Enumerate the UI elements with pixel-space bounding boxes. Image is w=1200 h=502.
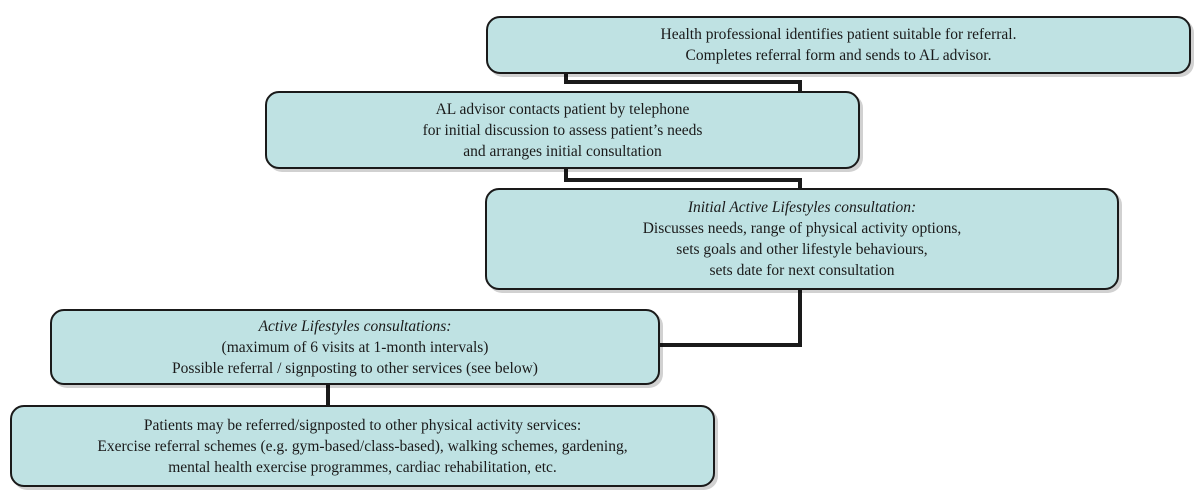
initial-consultation-box: Initial Active Lifestyles consultation: … (485, 188, 1119, 290)
consultations-title: Active Lifestyles consultations: (258, 317, 452, 335)
referral-line-1: Health professional identifies patient s… (660, 26, 1017, 43)
consultations-line-2: Possible referral / signposting to other… (172, 359, 538, 377)
connector-telephone-to-initial (564, 169, 802, 188)
connector-initial-to-consultations (660, 290, 802, 347)
other-services-line-3: mental health exercise programmes, cardi… (168, 458, 557, 476)
other-services-box: Patients may be referred/signposted to o… (10, 405, 715, 487)
referral-line-2: Completes referral form and sends to AL … (685, 47, 992, 64)
referral-box: Health professional identifies patient s… (486, 16, 1191, 74)
initial-consultation-line-1: Discusses needs, range of physical activ… (642, 220, 962, 237)
other-services-line-1: Patients may be referred/signposted to o… (143, 416, 582, 434)
telephone-line-3: and arranges initial consultation (463, 142, 662, 160)
telephone-line-1: AL advisor contacts patient by telephone (435, 100, 690, 118)
initial-consultation-line-2: sets goals and other lifestyle behaviour… (676, 241, 928, 258)
consultations-box: Active Lifestyles consultations: (maximu… (50, 309, 660, 385)
initial-consultation-title: Initial Active Lifestyles consultation: (687, 199, 917, 216)
connector-referral-to-telephone (564, 74, 802, 91)
consultations-line-1: (maximum of 6 visits at 1-month interval… (221, 338, 489, 356)
initial-consultation-line-3: sets date for next consultation (709, 262, 895, 279)
other-services-line-2: Exercise referral schemes (e.g. gym-base… (97, 437, 628, 455)
telephone-contact-box: AL advisor contacts patient by telephone… (265, 91, 860, 169)
telephone-line-2: for initial discussion to assess patient… (422, 121, 703, 139)
